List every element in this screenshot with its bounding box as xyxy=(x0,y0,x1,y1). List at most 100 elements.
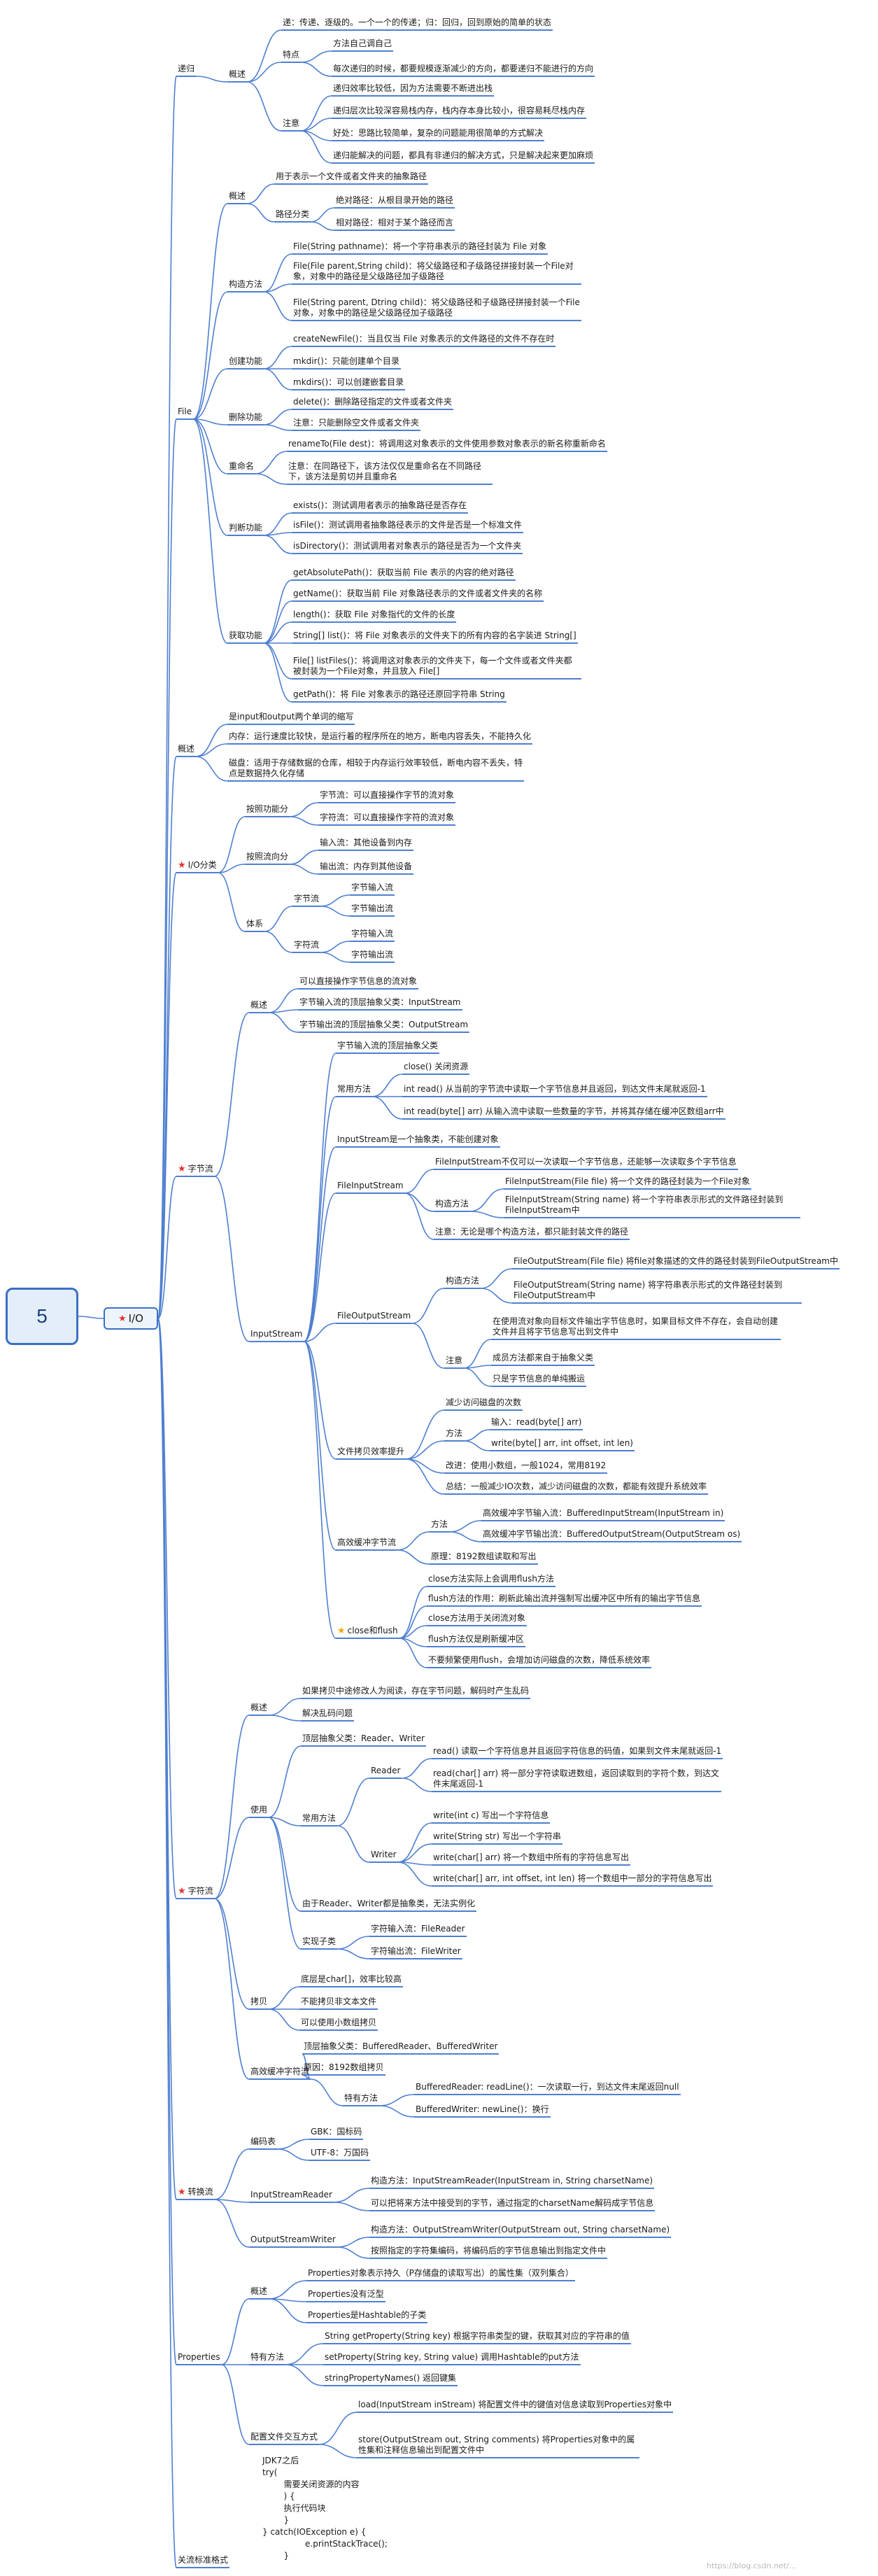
mindmap-node[interactable]: 顶层抽象父类：BufferedReader、BufferedWriter xyxy=(302,2041,500,2055)
mindmap-node[interactable]: 字符输入流：FileReader xyxy=(369,1923,467,1937)
mindmap-node[interactable]: 获取功能 xyxy=(227,630,264,644)
mindmap-node[interactable]: File(String parent, Dtring child)：将父级路径和… xyxy=(292,297,581,321)
mindmap-node[interactable]: 递归 xyxy=(176,63,197,77)
mindmap-node[interactable]: 构造方法：InputStreamReader(InputStream in, S… xyxy=(369,2175,655,2189)
mindmap-node[interactable]: InputStream是一个抽象类，不能创建对象 xyxy=(336,1134,500,1148)
mindmap-node[interactable]: 概述 xyxy=(249,2286,269,2300)
mindmap-node[interactable]: 成员方法都来自于抽象父类 xyxy=(491,1352,595,1366)
mindmap-node[interactable]: 字符输入流 xyxy=(350,928,395,942)
mindmap-node[interactable]: delete()：删除路径指定的文件或者文件夹 xyxy=(292,396,454,410)
mindmap-node[interactable]: 常用方法 xyxy=(336,1083,373,1097)
mindmap-node[interactable]: 特有方法 xyxy=(249,2351,286,2365)
io-node[interactable]: ★I/O xyxy=(104,1307,158,1330)
mindmap-node[interactable]: 递归层次比较深容易栈内存，栈内存本身比较小，很容易耗尽栈内存 xyxy=(332,105,587,119)
mindmap-node[interactable]: 高效缓冲字节输出流：BufferedOutputStream(OutputStr… xyxy=(481,1528,742,1542)
mindmap-node[interactable]: mkdirs()：可以创建嵌套目录 xyxy=(292,376,406,390)
mindmap-node[interactable]: 使用 xyxy=(249,1804,269,1818)
mindmap-node[interactable]: ★字符流 xyxy=(176,1885,215,1899)
mindmap-node[interactable]: 按照功能分 xyxy=(245,803,290,817)
mindmap-node[interactable]: int read(byte[] arr) 从输入流中读取一些数量的字节，并将其存… xyxy=(402,1106,725,1120)
mindmap-node[interactable]: 注意：无论是哪个构造方法，都只能封装文件的路径 xyxy=(434,1226,630,1240)
mindmap-node[interactable]: int read() 从当前的字节流中读取一个字节信息并且返回，到达文件末尾就返… xyxy=(402,1083,707,1097)
mindmap-node[interactable]: 注意 xyxy=(444,1355,465,1369)
mindmap-node[interactable]: 构造方法 xyxy=(444,1275,481,1289)
mindmap-node[interactable]: Writer xyxy=(369,1849,398,1863)
mindmap-node[interactable]: 创建功能 xyxy=(227,356,264,369)
mindmap-node[interactable]: 原理：8192数组读取和写出 xyxy=(430,1551,538,1565)
mindmap-node[interactable]: 注意：只能删除空文件或者文件夹 xyxy=(292,417,421,431)
mindmap-node[interactable]: 高效缓冲字节流 xyxy=(336,1537,398,1551)
mindmap-node[interactable]: 输入流：其他设备到内存 xyxy=(318,837,414,851)
mindmap-node[interactable]: write(int c) 写出一个字符信息 xyxy=(432,1810,551,1824)
mindmap-node[interactable]: Properties是Hashtable的子类 xyxy=(306,2309,428,2323)
mindmap-node[interactable]: exists()：测试调用者表示的抽象路径是否存在 xyxy=(292,500,469,514)
mindmap-node[interactable]: 可以把将来方法中接受到的字节，通过指定的charsetName解码成字节信息 xyxy=(369,2197,656,2211)
mindmap-node[interactable]: File[] listFiles()：将调用这对象表示的文件夹下，每一个文件或者… xyxy=(292,655,581,680)
mindmap-node[interactable]: 重命名 xyxy=(227,460,256,474)
mindmap-node[interactable]: 在使用流对象向目标文件输出字节信息时，如果目标文件不存在，会自动创建文件并且将字… xyxy=(491,1316,781,1340)
mindmap-node[interactable]: createNewFile()：当且仅当 File 对象表示的文件路径的文件不存… xyxy=(292,333,556,347)
mindmap-node[interactable]: 字节流 xyxy=(292,893,321,907)
mindmap-node[interactable]: 解决乱码问题 xyxy=(301,1708,355,1722)
mindmap-node[interactable]: GBK：国标码 xyxy=(309,2126,364,2140)
mindmap-node[interactable]: 配置文件交互方式 xyxy=(249,2431,320,2445)
mindmap-node[interactable]: 顶层抽象父类：Reader、Writer xyxy=(301,1733,427,1747)
mindmap-node[interactable]: close方法实际上会调用flush方法 xyxy=(427,1573,555,1587)
mindmap-node[interactable]: getAbsolutePath()：获取当前 File 表示的内容的绝对路径 xyxy=(292,567,516,581)
mindmap-node[interactable]: OutputStreamWriter xyxy=(249,2234,337,2248)
mindmap-node[interactable]: 改进：使用小数组，一般1024，常用8192 xyxy=(444,1460,608,1474)
mindmap-node[interactable]: mkdir()：只能创建单个目录 xyxy=(292,356,401,369)
mindmap-node[interactable]: load(InputStream inStream) 将配置文件中的键值对信息读… xyxy=(357,2399,674,2413)
mindmap-node[interactable]: 原因：8192数组拷贝 xyxy=(302,2062,385,2076)
mindmap-node[interactable]: 输入：read(byte[] arr) xyxy=(490,1416,583,1430)
mindmap-node[interactable]: 编码表 xyxy=(249,2136,278,2150)
mindmap-node[interactable]: FileInputStream(File file) 将一个文件的路径封装为一个… xyxy=(504,1176,751,1190)
mindmap-node[interactable]: 方法 xyxy=(430,1519,450,1533)
mindmap-node[interactable]: 体系 xyxy=(245,918,265,932)
mindmap-node[interactable]: 文件拷贝效率提升 xyxy=(336,1446,406,1460)
mindmap-node[interactable]: 高效缓冲字符流 xyxy=(249,2066,311,2080)
mindmap-node[interactable]: 构造方法：OutputStreamWriter(OutputStream out… xyxy=(369,2224,672,2238)
mindmap-node[interactable]: InputStreamReader xyxy=(249,2189,334,2203)
mindmap-node[interactable]: 注意 xyxy=(281,118,302,132)
mindmap-node[interactable]: Properties对象表示持久（P存储盘的读取写出）的属性集（双列集合） xyxy=(306,2267,575,2281)
mindmap-node[interactable]: 减少访问磁盘的次数 xyxy=(444,1397,523,1411)
mindmap-node[interactable]: 磁盘：适用于存储数据的仓库，相较于内存运行效率较低，断电内容不丢失，特点是数据持… xyxy=(227,757,524,782)
mindmap-node[interactable]: isFile()：测试调用者抽象路径表示的文件是否是一个标准文件 xyxy=(292,519,524,533)
mindmap-node[interactable]: 实现子类 xyxy=(301,1936,338,1950)
mindmap-node[interactable]: ★close和flush xyxy=(336,1625,399,1639)
mindmap-node[interactable]: store(OutputStream out, String comments)… xyxy=(357,2434,639,2458)
mindmap-node[interactable]: 只是字节信息的单纯搬运 xyxy=(491,1373,587,1387)
mindmap-node[interactable]: ★转换流 xyxy=(176,2186,215,2200)
mindmap-node[interactable]: 构造方法 xyxy=(434,1198,471,1212)
mindmap-node[interactable]: 不能拷贝非文本文件 xyxy=(299,1996,378,2010)
mindmap-node[interactable]: 绝对路径：从根目录开始的路径 xyxy=(334,195,455,209)
mindmap-node[interactable]: close() 关闭资源 xyxy=(402,1061,470,1075)
mindmap-node[interactable]: FileInputStream xyxy=(336,1180,405,1194)
mindmap-node[interactable]: isDirectory()：测试调用者对象表示的路径是否为一个文件夹 xyxy=(292,540,523,554)
mindmap-node[interactable]: 路径分类 xyxy=(274,209,311,223)
mindmap-node[interactable]: 概述 xyxy=(227,69,248,83)
mindmap-node[interactable]: getName()：获取当前 File 对象路径表示的文件或者文件夹的名称 xyxy=(292,588,544,602)
mindmap-node[interactable]: ★I/O分类 xyxy=(176,859,218,873)
mindmap-node[interactable]: 字节输出流的顶层抽象父类：OutputStream xyxy=(298,1019,470,1033)
mindmap-node[interactable]: 方法 xyxy=(444,1428,465,1442)
mindmap-node[interactable]: 可以使用小数组拷贝 xyxy=(299,2017,378,2031)
mindmap-node[interactable]: File xyxy=(176,406,194,420)
mindmap-node[interactable]: 概述 xyxy=(249,1702,269,1716)
mindmap-node[interactable]: 删除功能 xyxy=(227,411,264,425)
mindmap-node[interactable]: 字节输出流 xyxy=(350,903,395,917)
mindmap-node[interactable]: 高效缓冲字节输入流：BufferedInputStream(InputStrea… xyxy=(481,1507,725,1521)
mindmap-node[interactable]: FileOutputStream(File file) 将file对象描述的文件… xyxy=(512,1255,840,1269)
mindmap-node[interactable]: write(char[] arr, int offset, int len) 将… xyxy=(432,1873,714,1887)
mindmap-node[interactable]: 构造方法 xyxy=(227,279,264,293)
mindmap-node[interactable]: 特点 xyxy=(281,49,302,63)
mindmap-node[interactable]: 常用方法 xyxy=(301,1813,338,1827)
mindmap-node[interactable]: FileOutputStream(String name) 将字符串表示形式的文… xyxy=(512,1279,802,1304)
mindmap-node[interactable]: read() 读取一个字符信息并且返回字符信息的码值，如果到文件末尾就返回-1 xyxy=(432,1745,723,1759)
mindmap-node[interactable]: 递：传递、逐级的。一个一个的传递；归：回归，回到原始的简单的状态 xyxy=(281,17,553,31)
mindmap-node[interactable]: 概述 xyxy=(176,743,197,757)
mindmap-node[interactable]: 如果拷贝中途修改人为阅读，存在字节问题，解码时产生乱码 xyxy=(301,1685,531,1699)
mindmap-node[interactable]: 好处：思路比较简单，复杂的问题能用很简单的方式解决 xyxy=(332,127,545,141)
mindmap-node[interactable]: 方法自己调自己 xyxy=(332,38,394,52)
